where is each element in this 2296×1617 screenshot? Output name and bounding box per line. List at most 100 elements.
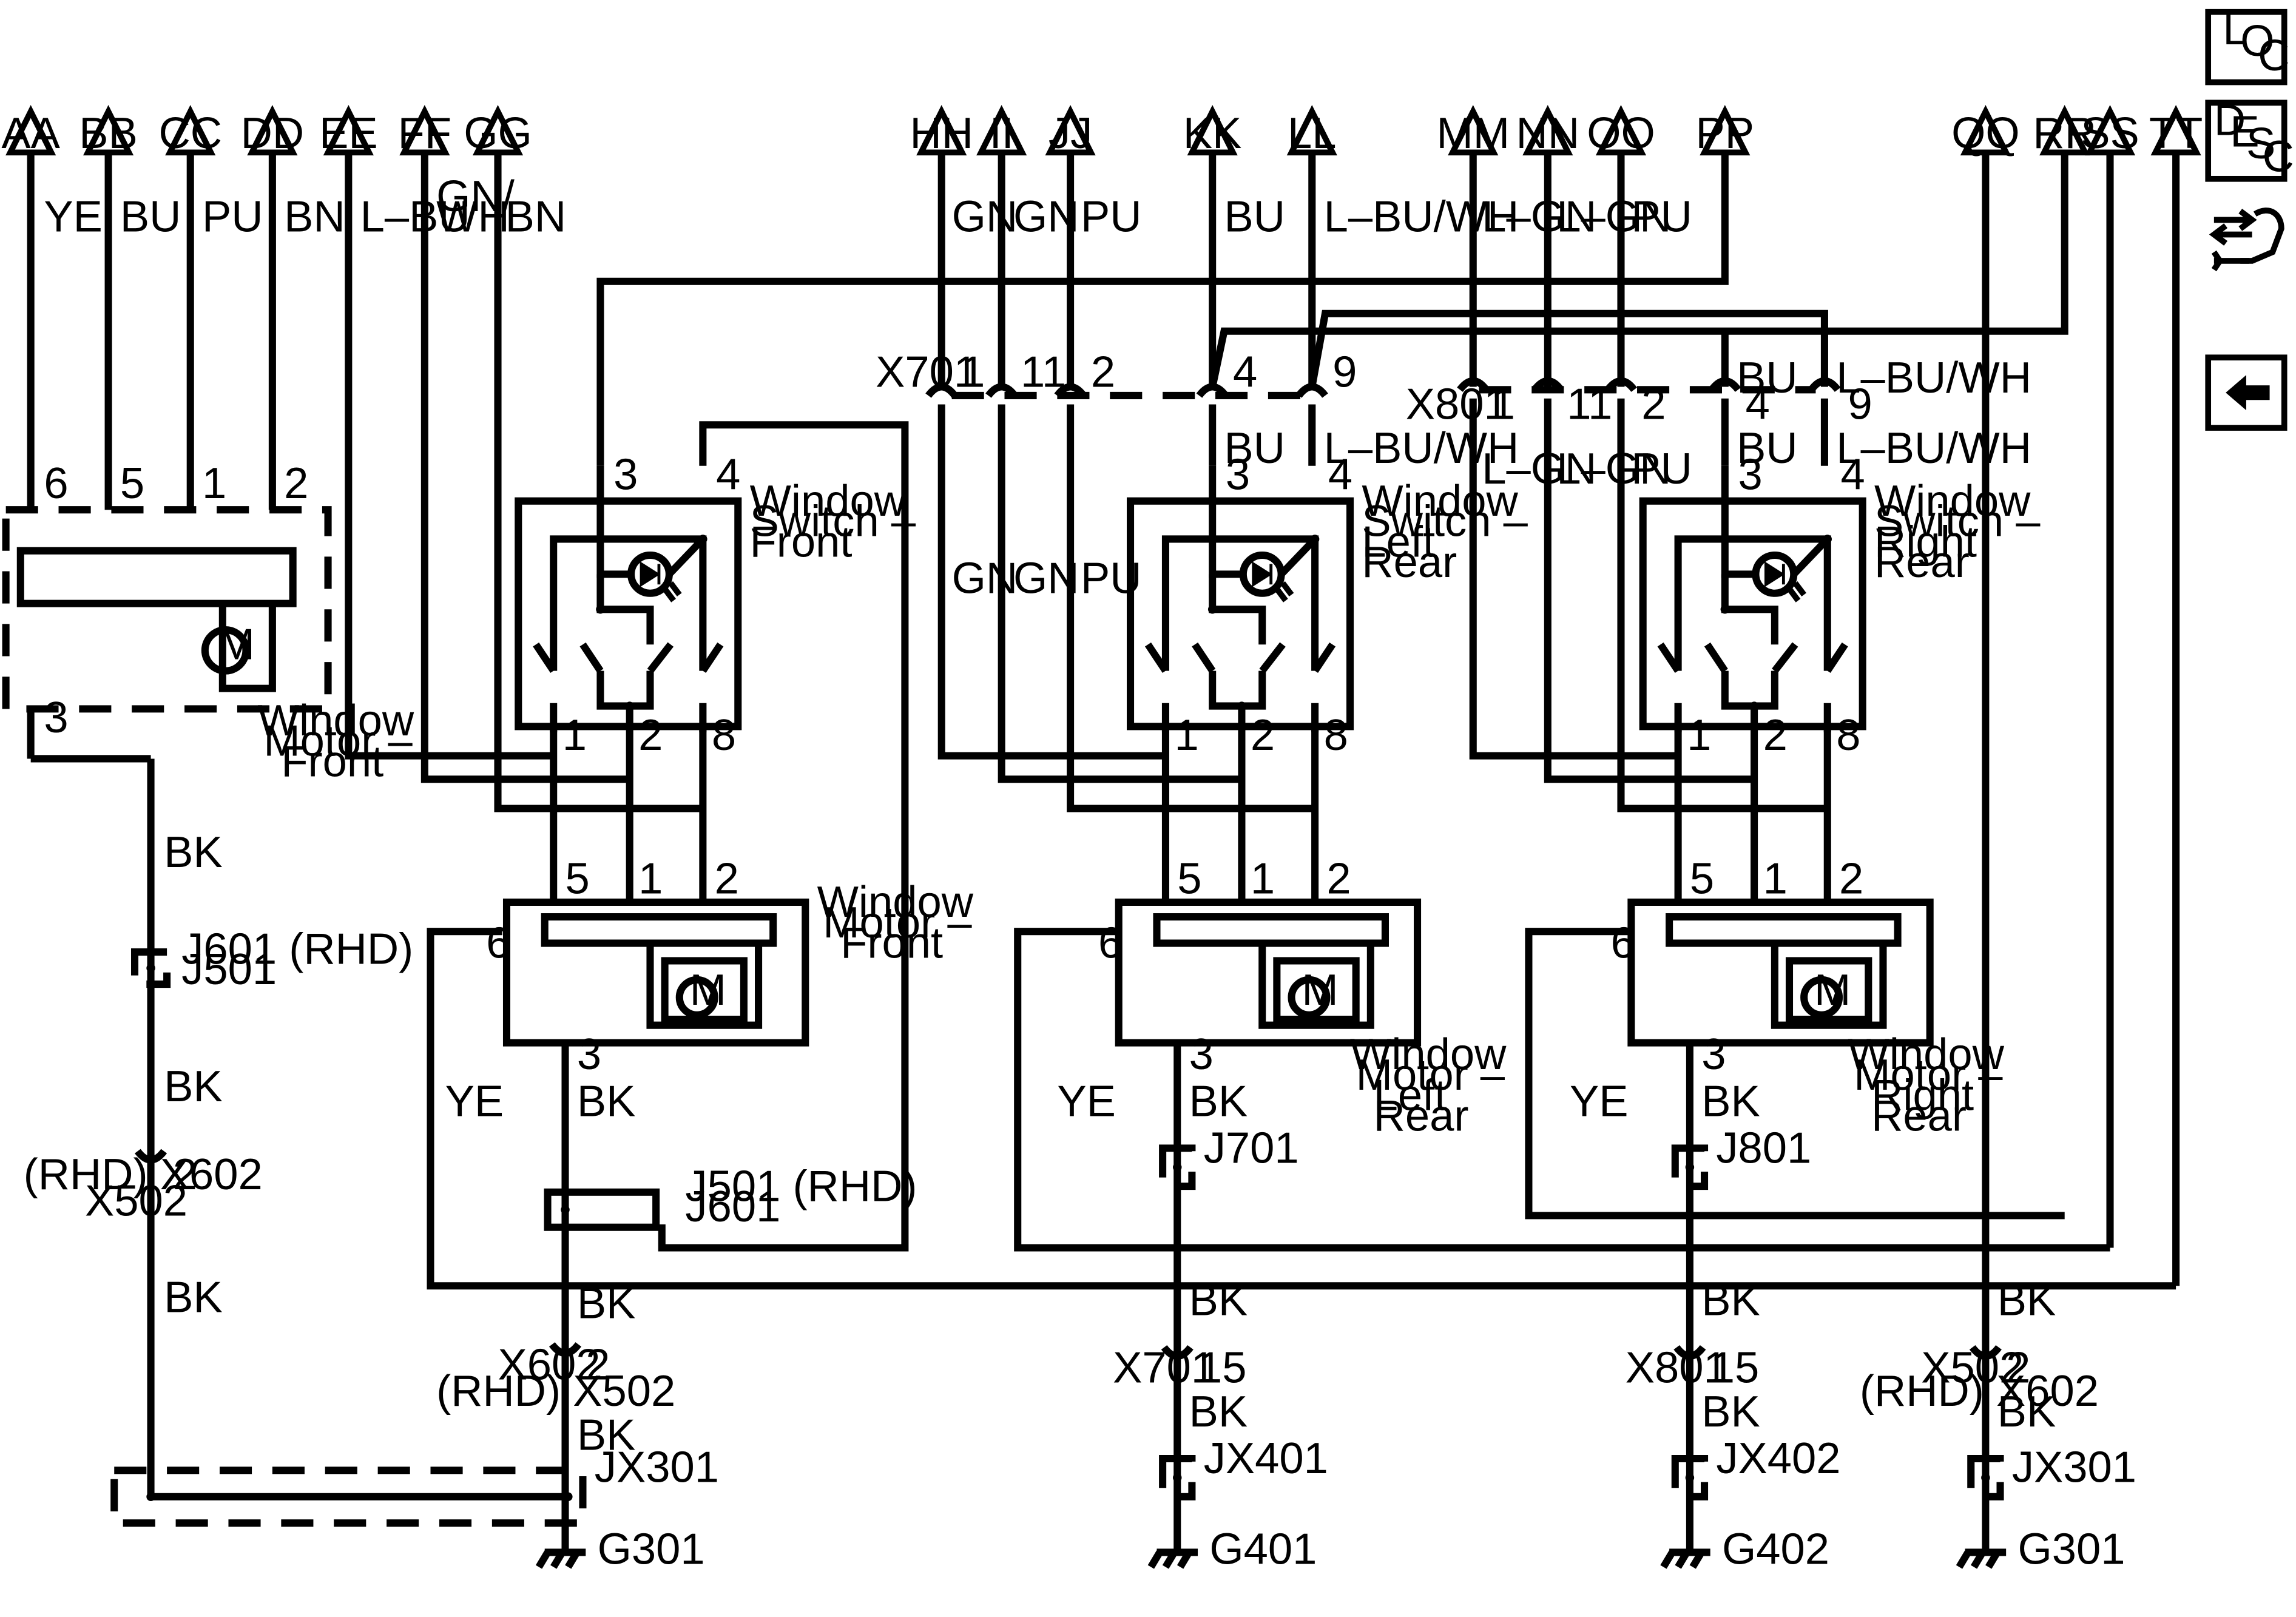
svg-text:L–GN: L–GN <box>1556 444 1671 493</box>
svg-text:Window: Window <box>750 476 907 525</box>
svg-text:3: 3 <box>1189 1030 1214 1079</box>
rear-feed-wires <box>937 398 1828 812</box>
svg-text:2: 2 <box>715 854 739 903</box>
svg-text:PU: PU <box>1631 444 1692 493</box>
triangle-label: GG <box>464 109 532 158</box>
triangle-label: SS <box>2081 109 2139 158</box>
connector-triangle[interactable]: II <box>976 104 1027 158</box>
front-switch-feeds <box>345 152 703 812</box>
wire-label-hh: GN <box>952 192 1018 241</box>
svg-text:JX402: JX402 <box>1716 1434 1840 1483</box>
triangle-label: CC <box>158 109 222 158</box>
triangle-label: FF <box>398 109 451 158</box>
connector-triangle[interactable]: EE <box>319 104 378 158</box>
svg-text:X701: X701 <box>1113 1343 1215 1393</box>
triangle-label: EE <box>319 109 378 158</box>
svg-text:YE: YE <box>445 1076 504 1126</box>
svg-text:6: 6 <box>1611 919 1635 968</box>
svg-text:9: 9 <box>1332 347 1357 396</box>
svg-text:(RHD) X602: (RHD) X602 <box>24 1150 263 1199</box>
connector-triangle[interactable]: QQ <box>1951 104 2020 158</box>
svg-text:BK: BK <box>164 1273 223 1322</box>
triangle-label: RR <box>2033 109 2096 158</box>
connector-triangle[interactable]: FF <box>398 104 451 158</box>
connector-triangle[interactable]: BB <box>79 104 138 158</box>
svg-text:2: 2 <box>284 459 308 508</box>
connector-triangle[interactable]: SS <box>2081 104 2139 158</box>
svg-text:15: 15 <box>1198 1343 1247 1393</box>
svg-text:2: 2 <box>1326 854 1351 903</box>
top-wire-labels: YE BU PU BN L–BU GN/ WH BN GN GN PU BU L… <box>44 172 1692 241</box>
svg-text:8: 8 <box>1324 711 1348 760</box>
svg-text:YE: YE <box>1057 1076 1116 1126</box>
svg-text:1: 1 <box>202 459 226 508</box>
triangle-label: NN <box>1516 109 1580 158</box>
svg-text:3: 3 <box>1738 450 1763 499</box>
motor-icon: M <box>690 965 726 1014</box>
svg-text:2: 2 <box>1091 347 1115 396</box>
connector-triangle[interactable]: KK <box>1183 104 1242 158</box>
svg-text:2: 2 <box>1839 854 1863 903</box>
connector-triangle[interactable]: LL <box>1286 104 1337 158</box>
connector-triangle[interactable]: HH <box>910 104 973 158</box>
svg-text:BK: BK <box>577 1411 636 1460</box>
wire-label-aa: YE <box>44 192 103 241</box>
triangle-label: QQ <box>1951 109 2020 158</box>
connector-triangle[interactable]: DD <box>241 104 305 158</box>
connector-triangle[interactable]: MM <box>1436 104 1510 158</box>
wire-label-jj: PU <box>1081 192 1142 241</box>
svg-text:Motor –: Motor – <box>1854 1050 2003 1099</box>
svg-text:Front: Front <box>281 737 383 786</box>
svg-text:3: 3 <box>577 1030 601 1079</box>
svg-text:J601 (RHD): J601 (RHD) <box>181 924 413 973</box>
connector-triangle[interactable]: GG <box>464 104 532 158</box>
svg-text:L–GN: L–GN <box>1482 444 1596 493</box>
return-buses <box>427 421 2176 1290</box>
svg-text:X502: X502 <box>1921 1343 2024 1393</box>
svg-text:Right: Right <box>1874 517 1977 566</box>
connector-triangle[interactable]: CC <box>158 104 222 158</box>
svg-text:4: 4 <box>1328 450 1352 499</box>
svg-text:X502: X502 <box>85 1176 187 1225</box>
loc-button[interactable]: L O C <box>2205 5 2290 86</box>
svg-text:BU: BU <box>1737 424 1798 473</box>
connector-triangle[interactable]: NN <box>1516 104 1580 158</box>
triangle-label: JJ <box>1048 109 1092 158</box>
connector-triangle[interactable]: AA <box>1 104 61 158</box>
svg-text:9: 9 <box>1848 380 1872 429</box>
left-ground-labels: BK J601 (RHD) J501 BK (RHD) X602 X502 2 … <box>24 828 587 1527</box>
x801-connector: X801 1 11 2 4 9 BU L–BU/WH L–GN L–GN PU … <box>1406 353 2031 493</box>
svg-text:Motor –: Motor – <box>1356 1050 1505 1099</box>
svg-text:JX301: JX301 <box>2012 1443 2136 1492</box>
connector-triangle[interactable]: PP <box>1696 104 1755 158</box>
desc-button[interactable]: D E S C <box>2205 95 2294 182</box>
triangle-label: MM <box>1436 109 1510 158</box>
svg-text:Rear: Rear <box>1362 538 1457 587</box>
connector-triangle[interactable]: OO <box>1587 104 1655 158</box>
back-button[interactable] <box>2205 354 2288 431</box>
svg-text:BK: BK <box>1701 1387 1760 1436</box>
svg-text:E: E <box>2230 107 2259 157</box>
service-tools-icon[interactable] <box>2209 208 2284 272</box>
svg-text:5: 5 <box>566 854 590 903</box>
svg-text:J801: J801 <box>1716 1124 1811 1173</box>
connector-triangle[interactable]: JJ <box>1045 104 1096 158</box>
svg-text:G301: G301 <box>2017 1525 2125 1574</box>
svg-text:L–BU/WH: L–BU/WH <box>1836 353 2031 402</box>
bus-wires <box>596 152 2180 1324</box>
svg-text:J501 (RHD): J501 (RHD) <box>685 1161 917 1210</box>
svg-text:6: 6 <box>44 459 68 508</box>
svg-text:L: L <box>2223 5 2247 54</box>
svg-text:11: 11 <box>1021 347 1066 396</box>
connector-triangle[interactable]: TT <box>2149 104 2203 158</box>
left-ground-wires <box>27 709 569 1501</box>
svg-text:Front: Front <box>750 517 853 566</box>
